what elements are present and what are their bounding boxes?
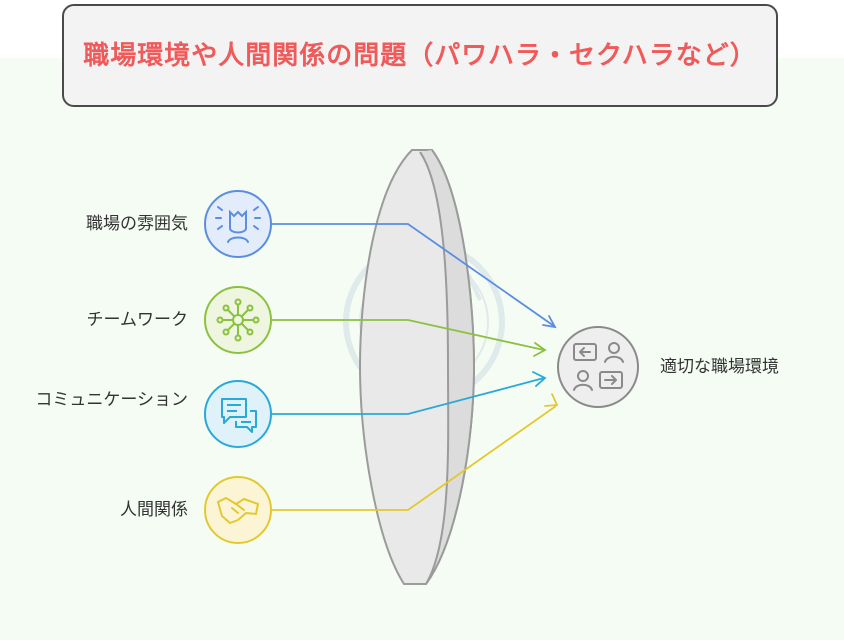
- connectors: [272, 223, 557, 511]
- connector-relationships: [272, 405, 557, 511]
- arrowheads: [532, 315, 559, 407]
- chat-bubbles-icon: [221, 398, 257, 433]
- people-exchange-icon: [573, 342, 624, 391]
- page-title: 職場環境や人間関係の問題（パワハラ・セクハラなど）: [83, 40, 757, 71]
- label-communication: コミュニケーション: [35, 390, 188, 410]
- lens: [358, 149, 476, 585]
- label-atmosphere: 職場の雰囲気: [86, 214, 188, 234]
- connector-atmosphere: [272, 223, 555, 327]
- connector-communication: [272, 377, 545, 415]
- person-radiating-icon: [215, 206, 261, 243]
- node-atmosphere: [204, 190, 272, 258]
- connector-teamwork: [272, 319, 545, 351]
- label-teamwork: チームワーク: [86, 310, 189, 330]
- network-hub-icon: [216, 298, 260, 342]
- label-relationships: 人間関係: [120, 500, 188, 520]
- node-communication: [204, 380, 272, 448]
- title-box: 職場環境や人間関係の問題（パワハラ・セクハラなど）: [62, 4, 778, 107]
- node-teamwork: [204, 286, 272, 354]
- node-output: [557, 326, 639, 408]
- node-relationships: [204, 476, 272, 544]
- label-output: 適切な職場環境: [660, 357, 779, 377]
- handshake-icon: [217, 497, 259, 524]
